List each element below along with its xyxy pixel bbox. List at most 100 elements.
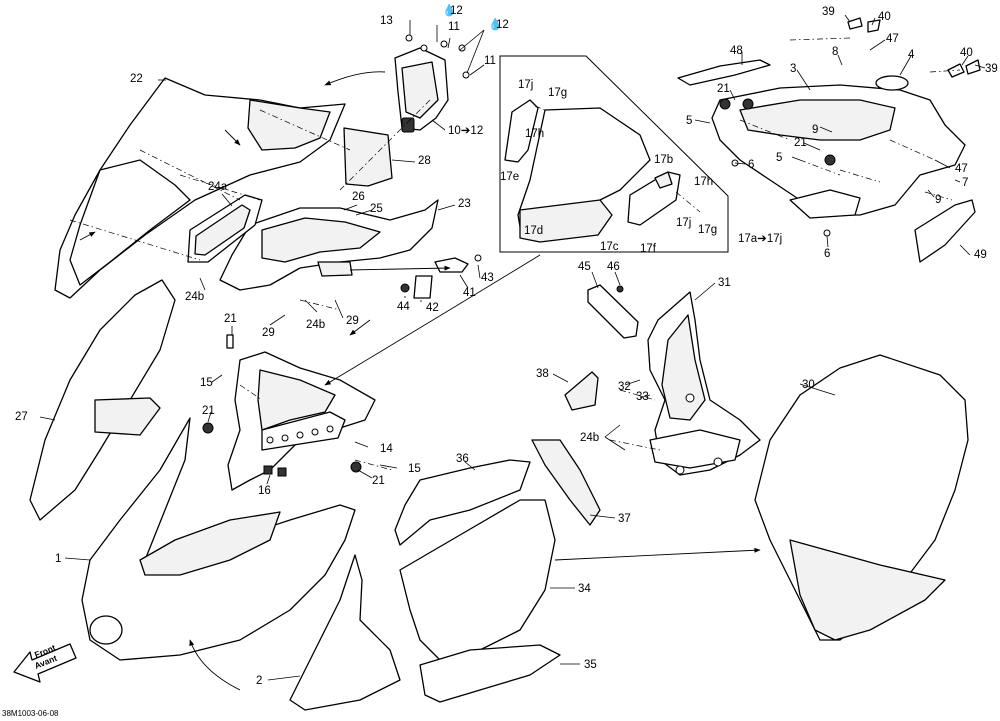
part-45-strap xyxy=(587,284,639,339)
callout-27: 27 xyxy=(15,411,28,423)
callout-17c: 17c xyxy=(600,241,619,253)
callout-11-a: 11 xyxy=(448,21,460,33)
part-31-support-bracket xyxy=(647,291,761,476)
callout-23: 23 xyxy=(458,198,471,210)
front-direction-arrow: Front Avant xyxy=(13,642,77,683)
callout-37: 37 xyxy=(618,513,631,525)
callout-6-b: 6 xyxy=(824,248,830,260)
callout-35: 35 xyxy=(584,659,597,671)
callout-9-a: 9 xyxy=(812,124,818,136)
part-1-front-fairing xyxy=(81,417,356,661)
callout-17g-b: 17g xyxy=(698,224,717,236)
callout-47-a: 47 xyxy=(886,33,899,45)
callout-17d: 17d xyxy=(524,225,543,237)
center-lines xyxy=(69,37,961,471)
callout-38: 38 xyxy=(536,368,549,380)
windshield-subassembly-box xyxy=(499,55,729,253)
part-30-right-fairing xyxy=(754,354,969,641)
part-2-chin-panel xyxy=(289,554,401,711)
callout-45: 45 xyxy=(578,261,591,273)
callout-15-a: 15 xyxy=(200,377,213,389)
drop-icon: 💧 xyxy=(442,3,456,17)
callout-22: 22 xyxy=(130,73,143,85)
callout-17f: 17f xyxy=(640,243,657,255)
callout-40-b: 40 xyxy=(960,47,973,59)
part-3-tank-cover xyxy=(711,75,966,237)
callout-12-b: 12 xyxy=(496,19,509,31)
callout-39-a: 39 xyxy=(822,6,835,18)
callout-31: 31 xyxy=(718,277,731,289)
callout-24b-a: 24b xyxy=(185,291,204,303)
part-27-lower-side-panel xyxy=(29,279,176,521)
callout-24b-b: 24b xyxy=(306,319,325,331)
callout-36: 36 xyxy=(456,453,469,465)
callout-8: 8 xyxy=(832,46,838,58)
part-39-40-clips xyxy=(847,17,981,78)
callout-5-a: 5 xyxy=(686,115,692,127)
callout-17a-17j: 17a➔17j xyxy=(738,233,782,245)
callout-21-c: 21 xyxy=(372,475,385,487)
callout-3: 3 xyxy=(790,63,796,75)
callout-29-a: 29 xyxy=(262,327,275,339)
callout-16: 16 xyxy=(258,485,271,497)
callout-49: 49 xyxy=(974,249,987,261)
leader-lines xyxy=(39,14,986,681)
callout-11-b: 11 xyxy=(484,55,496,67)
callout-15-b: 15 xyxy=(408,463,421,475)
part-37-trim xyxy=(531,439,601,526)
callout-40-a: 40 xyxy=(878,11,891,23)
callout-48: 48 xyxy=(730,45,743,57)
part-28-panel xyxy=(343,127,393,187)
callout-12-a: 12 xyxy=(450,5,463,17)
callout-33: 33 xyxy=(636,391,649,403)
callout-46: 46 xyxy=(607,261,620,273)
part-23-inner-frame xyxy=(219,199,439,291)
callout-17g-a: 17g xyxy=(548,87,567,99)
callout-26: 26 xyxy=(352,191,365,203)
callout-24a: 24a xyxy=(208,181,228,193)
callout-29-b: 29 xyxy=(346,315,359,327)
callout-17e: 17e xyxy=(500,171,519,183)
part-14-bracket xyxy=(202,334,376,491)
callout-17j-a: 17j xyxy=(518,79,533,91)
callout-labels: 13 💧 12 11 💧 12 11 10➔12 22 28 24a 26 25… xyxy=(2,3,998,718)
callout-25: 25 xyxy=(370,203,383,215)
part-49-trim xyxy=(914,199,976,263)
callout-34: 34 xyxy=(578,583,591,595)
callout-2: 2 xyxy=(256,675,262,687)
part-38-pad xyxy=(564,371,599,411)
callout-32: 32 xyxy=(618,381,631,393)
callout-6-a: 6 xyxy=(748,159,754,171)
assembly-arrows xyxy=(79,71,761,691)
callout-47-b: 47 xyxy=(955,163,968,175)
drop-icon: 💧 xyxy=(488,17,502,31)
callout-1: 1 xyxy=(55,553,61,565)
callout-4: 4 xyxy=(908,49,915,61)
callout-21-a: 21 xyxy=(224,313,237,325)
callout-10: 10➔12 xyxy=(448,125,483,137)
callout-17h-a: 17h xyxy=(525,128,544,140)
callout-21-e: 21 xyxy=(794,137,807,149)
part-36-panel xyxy=(394,459,531,546)
callout-17h-b: 17h xyxy=(694,176,713,188)
callout-44: 44 xyxy=(397,301,410,313)
callout-14: 14 xyxy=(380,443,393,455)
callout-17j-b: 17j xyxy=(676,217,691,229)
part-22-side-panel xyxy=(54,77,346,299)
callout-41: 41 xyxy=(463,287,476,299)
callout-17b: 17b xyxy=(654,154,673,166)
callout-21-b: 21 xyxy=(202,405,215,417)
callout-24b-c: 24b xyxy=(580,432,599,444)
callout-5-b: 5 xyxy=(776,152,782,164)
callout-21-d: 21 xyxy=(717,83,730,95)
callout-13: 13 xyxy=(380,15,393,27)
drawing-code: 38M1003-06-08 xyxy=(2,709,59,718)
part-35-lower-trim xyxy=(419,644,561,703)
part-10-headlight-bracket xyxy=(394,34,470,133)
callout-28: 28 xyxy=(418,155,431,167)
callout-30: 30 xyxy=(802,379,815,391)
callout-39-b: 39 xyxy=(985,63,998,75)
callout-43: 43 xyxy=(481,272,494,284)
callout-9-b: 9 xyxy=(935,194,941,206)
